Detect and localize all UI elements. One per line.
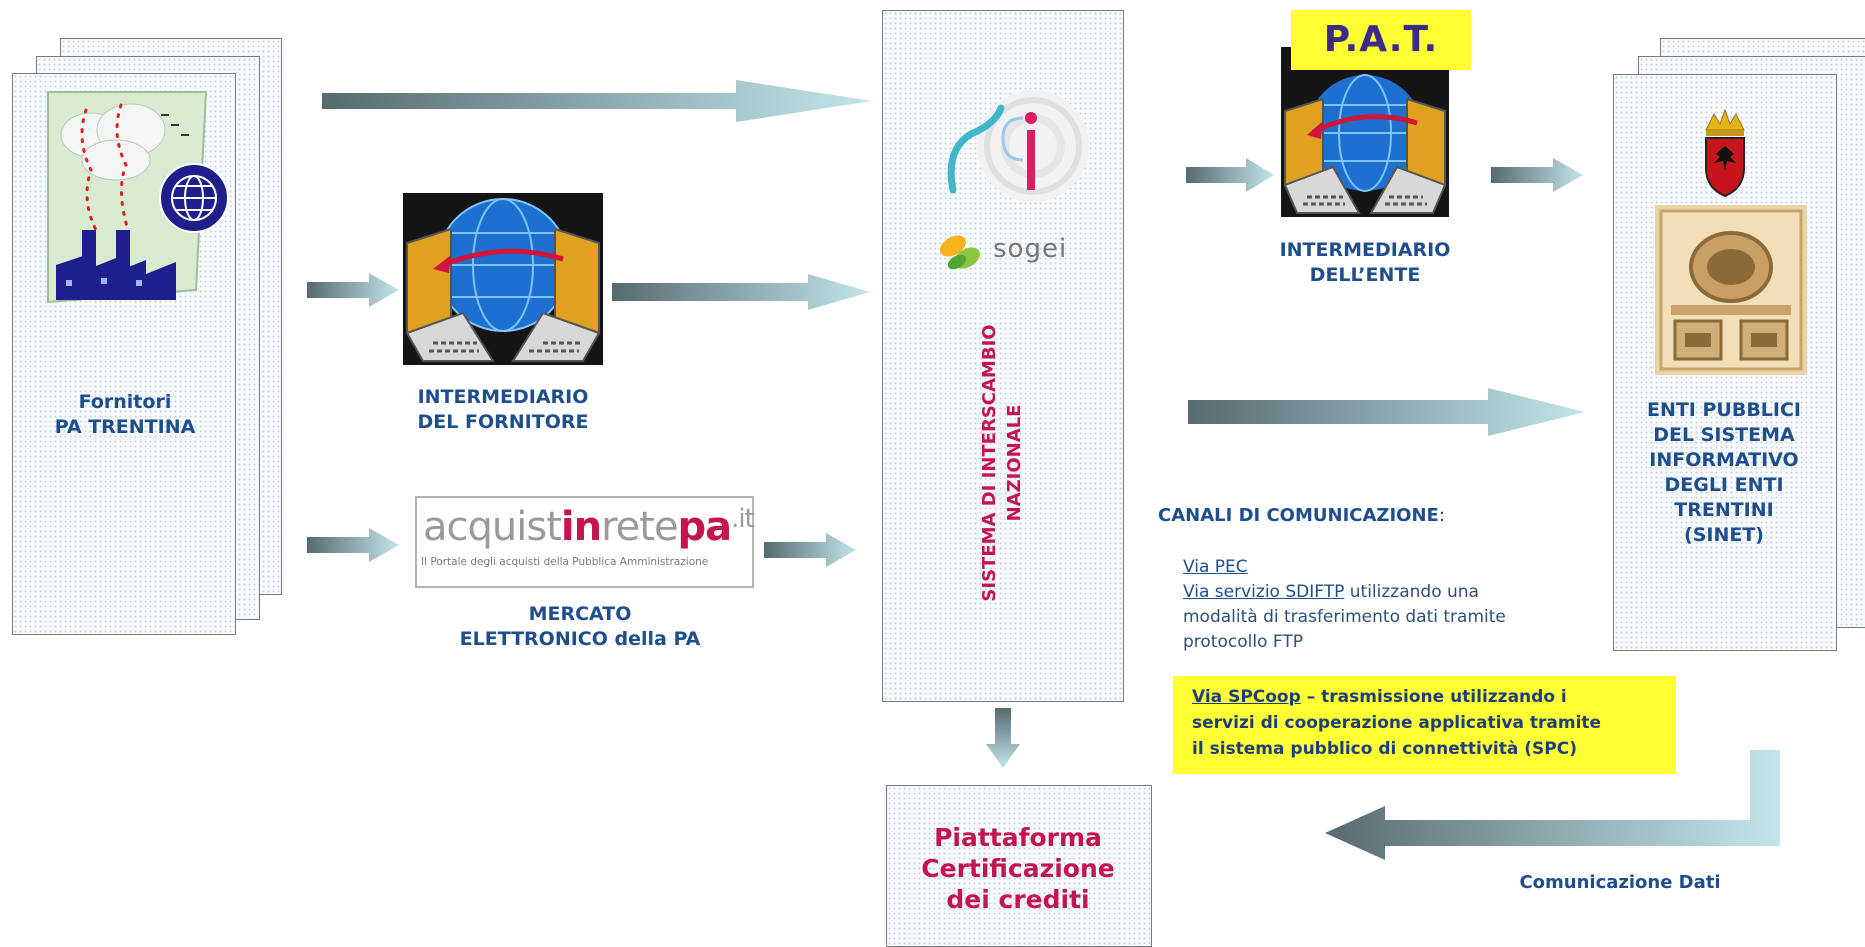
logo-part-rete: rete	[601, 504, 678, 550]
logo-part-pa: pa	[677, 504, 733, 550]
factory-icon	[46, 90, 234, 305]
canali-title: CANALI DI COMUNICAZIONE:	[1158, 505, 1445, 526]
comunicazione-dati-label: Comunicazione Dati	[1519, 872, 1721, 893]
piattaforma-line3: dei crediti	[946, 885, 1090, 914]
sdiftp-text3: protocollo FTP	[1183, 632, 1303, 652]
pat-label-line2: DELL’ENTE	[1309, 264, 1421, 286]
piattaforma-label: Piattaforma Certificazione dei crediti	[886, 822, 1150, 915]
sdi-vertical-line2: NAZIONALE	[1004, 404, 1025, 522]
enti-label-line5: TRENTINI	[1674, 499, 1774, 521]
arrow-fornitori-to-intermediario	[307, 273, 399, 307]
arrow-comunicazione-dati	[1325, 750, 1785, 860]
spcoop-text3: il sistema pubblico di connettività (SPC…	[1192, 739, 1577, 759]
enti-label-line2: DEL SISTEMA	[1653, 424, 1795, 446]
enti-label-line1: ENTI PUBBLICI	[1646, 399, 1802, 421]
piattaforma-line2: Certificazione	[921, 854, 1115, 883]
sdi-vertical-line1: SISTEMA DI INTERSCAMBIO	[979, 324, 1000, 602]
enti-label-line3: INFORMATIVO	[1649, 449, 1799, 471]
logo-part-it: .it	[731, 504, 755, 534]
link-via-pec[interactable]: Via PEC	[1183, 557, 1248, 577]
sdiftp-text2: modalità di trasferimento dati tramite	[1183, 607, 1506, 627]
pat-label-line1: INTERMEDIARIO	[1279, 239, 1451, 261]
enti-label: ENTI PUBBLICI DEL SISTEMA INFORMATIVO DE…	[1613, 398, 1835, 548]
arrow-intermediario-to-sdi	[612, 274, 870, 310]
intermediario-fornitore-label: INTERMEDIARIO DEL FORNITORE	[383, 385, 623, 435]
enti-building-icon	[1655, 205, 1807, 375]
arrow-mepa-to-sdi	[764, 533, 856, 567]
arrow-pat-to-enti	[1491, 158, 1583, 192]
sdiftp-text1: utilizzando una	[1344, 582, 1479, 602]
intermediario-fornitore-line2: DEL FORNITORE	[417, 411, 589, 433]
logo-part-in: in	[560, 504, 602, 550]
pat-label: INTERMEDIARIO DELL’ENTE	[1245, 238, 1485, 288]
enti-label-line4: DEGLI ENTI	[1664, 474, 1784, 496]
canali-title-text: CANALI DI COMUNICAZIONE	[1158, 505, 1439, 526]
mepa-label-line2: ELETTRONICO della PA	[459, 628, 701, 650]
fornitori-label-line1: Fornitori	[78, 391, 172, 413]
intermediario-fornitore-line1: INTERMEDIARIO	[417, 386, 589, 408]
fornitori-label: Fornitori PA TRENTINA	[30, 390, 220, 440]
sdi-logo	[925, 78, 1095, 208]
link-via-sdiftp[interactable]: Via servizio SDIFTP	[1183, 582, 1345, 602]
spcoop-text2: servizi di cooperazione applicativa tram…	[1192, 713, 1602, 733]
computer-exchange-icon	[403, 193, 603, 365]
mepa-label-line1: MERCATO	[528, 603, 632, 625]
mepa-label: MERCATO ELETTRONICO della PA	[430, 602, 730, 652]
arrow-sdi-to-enti	[1188, 388, 1585, 436]
acquistinretepa-logo: acquistinretepa.it Il Portale degli acqu…	[415, 496, 755, 588]
spcoop-text: Via SPCoop – trasmissione utilizzando i …	[1192, 684, 1672, 762]
trentino-coat-of-arms-icon	[1700, 108, 1750, 198]
sogei-logo: sogei	[935, 222, 1085, 282]
arrow-fornitori-to-mepa	[307, 528, 399, 562]
canali-list: Via PEC Via servizio SDIFTP utilizzando …	[1183, 555, 1583, 655]
fornitori-label-line2: PA TRENTINA	[54, 416, 196, 438]
canali-title-colon: :	[1438, 505, 1445, 526]
piattaforma-line1: Piattaforma	[934, 823, 1102, 852]
pat-badge: P.A.T.	[1291, 10, 1471, 70]
logo-subtitle: Il Portale degli acquisti della Pubblica…	[421, 556, 709, 568]
sogei-text: sogei	[993, 234, 1068, 264]
logo-part-acquist: acquist	[423, 504, 562, 550]
arrow-sdi-to-piattaforma	[986, 708, 1020, 768]
arrow-sdi-to-pat	[1186, 158, 1274, 192]
pat-computer-icon	[1281, 47, 1449, 217]
spcoop-box	[1173, 676, 1676, 774]
enti-label-line6: (SINET)	[1684, 524, 1764, 546]
spcoop-text1: – trasmissione utilizzando i	[1300, 687, 1567, 707]
arrow-fornitori-to-sdi	[322, 80, 872, 122]
link-via-spcoop[interactable]: Via SPCoop	[1192, 687, 1301, 707]
